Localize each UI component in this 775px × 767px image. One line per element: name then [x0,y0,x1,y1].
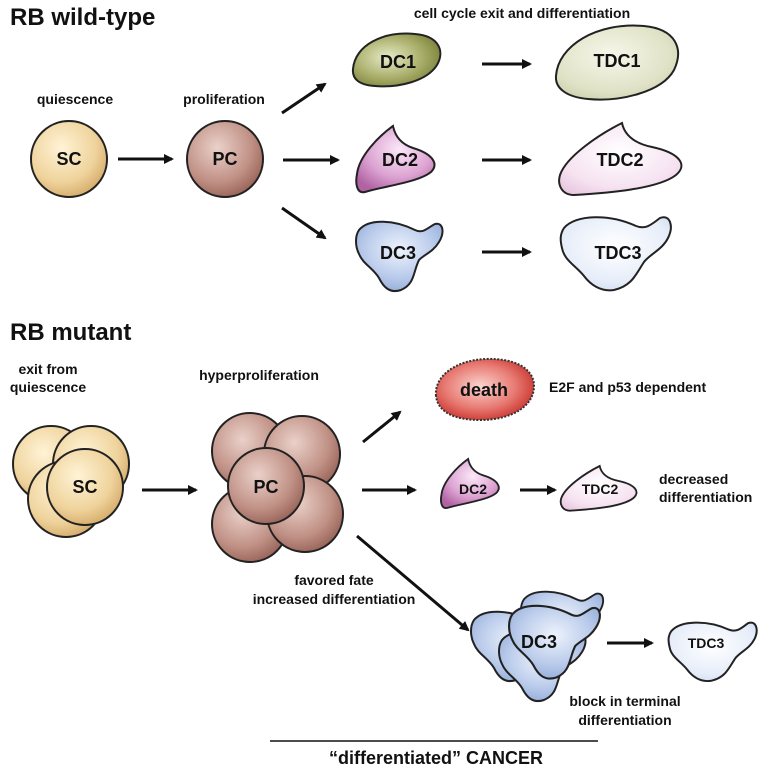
exit-label-line1: exit from [18,361,77,377]
mut-pc-label: PC [253,477,278,497]
wt-arrow-pc-dc1 [281,82,327,115]
wt-dc1-label: DC1 [380,52,416,72]
quiescence-label: quiescence [37,91,113,107]
wt-arrow-pc-dc3 [281,206,327,240]
mut-arrow-pc-dc3 [356,534,470,632]
wt-tdc1-label: TDC1 [593,51,640,71]
wt-dc2-label: DC2 [382,150,418,170]
wt-pc-cell [186,120,264,198]
block-line1: block in terminal [569,693,680,709]
cancer-label: “differentiated” CANCER [329,748,543,767]
mut-sc-label: SC [72,477,97,497]
mut-tdc3-cell [667,621,758,683]
favored-line2: increased differentiation [253,591,416,607]
decreased-line2: differentiation [659,489,752,505]
proliferation-label: proliferation [183,91,265,107]
death-note: E2F and p53 dependent [549,379,706,395]
wt-dc3-label: DC3 [380,243,416,263]
exit-header-label: cell cycle exit and differentiation [414,5,630,21]
mut-sc-cluster [12,425,130,538]
wt-tdc2-label: TDC2 [596,150,643,170]
mut-dc3-label: DC3 [521,632,557,652]
mut-arrow-pc-death [362,410,402,444]
wt-pc-label: PC [212,149,237,169]
wildtype-title: RB wild-type [10,4,155,31]
hyperproliferation-label: hyperproliferation [199,367,319,383]
mut-dc2-label: DC2 [459,481,487,497]
mut-pc-cluster [211,412,344,563]
decreased-line1: decreased [659,471,728,487]
wt-sc-label: SC [56,149,81,169]
death-label: death [460,380,508,400]
favored-line1: favored fate [294,572,374,588]
wt-tdc3-label: TDC3 [594,243,641,263]
mutant-title: RB mutant [10,319,131,346]
mut-tdc2-label: TDC2 [582,481,619,497]
exit-label-line2: quiescence [10,379,86,395]
wt-sc-cell [30,120,108,198]
block-line2: differentiation [578,712,671,728]
mut-tdc3-label: TDC3 [688,635,725,651]
